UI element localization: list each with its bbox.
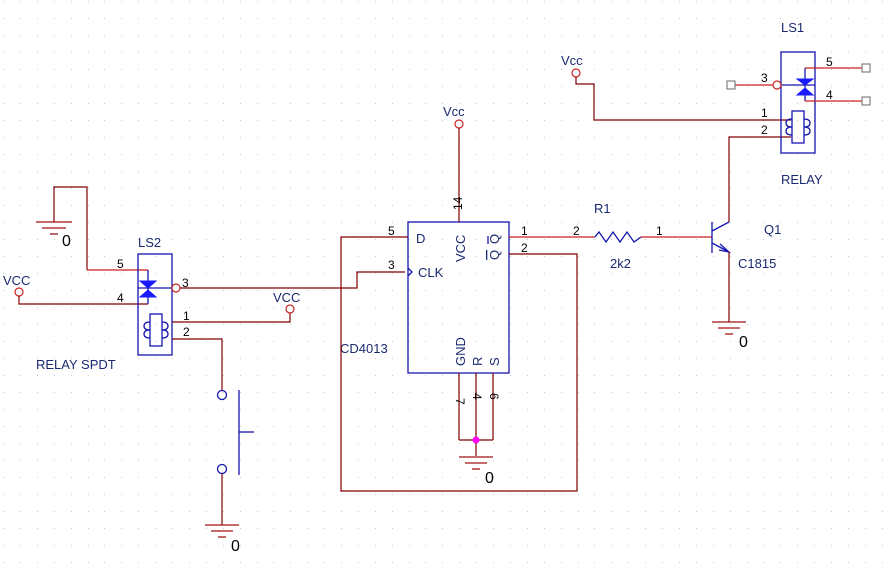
ground-symbol-q1 (712, 321, 746, 335)
ls2-body (137, 253, 173, 356)
r1-pin-2: 2 (573, 224, 580, 238)
u1-pin-6: 6 (487, 393, 501, 400)
q1-value: C1815 (738, 256, 776, 271)
u1-pin-5: 5 (388, 224, 395, 238)
u1-pin-4: 4 (470, 393, 484, 400)
switch-net (172, 338, 223, 390)
r1-value: 2k2 (610, 256, 631, 271)
ls1-terminal-3[interactable] (726, 80, 736, 90)
pin-label-vcc: VCC (453, 235, 468, 262)
ground-symbol-ls2 (36, 186, 88, 270)
transistor-q1[interactable]: Q1 C1815 (711, 221, 781, 271)
pin-label-q: Q (487, 234, 502, 244)
vcc-port-left[interactable] (14, 287, 24, 297)
u1-pin-1: 1 (521, 224, 528, 238)
ls1-coil-net (575, 77, 791, 121)
ls2-relay[interactable]: 0 5 VCC 4 LS2 RELAY SPDT (3, 186, 181, 372)
u1-pin-2: 2 (521, 241, 528, 255)
pin-label-qbar: Q (487, 250, 502, 260)
ls2-value: RELAY SPDT (36, 357, 116, 372)
ls1-pin-4: 4 (826, 88, 833, 102)
ls1-terminal-5[interactable] (861, 63, 871, 73)
junction-dot (472, 436, 480, 444)
vcc-label-ls2-right: VCC (273, 290, 300, 305)
u1-pin-14: 14 (451, 196, 465, 210)
q1-ref: Q1 (764, 222, 781, 237)
push-button-switch[interactable] (216, 389, 255, 475)
u1-bottom-pins (458, 373, 494, 470)
ls2-pin-5: 5 (117, 257, 124, 271)
ls2-coil-net (172, 313, 291, 323)
u1-pin-7: 7 (453, 398, 467, 405)
ls2-pin-4: 4 (117, 291, 124, 305)
ls1-value: RELAY (781, 172, 823, 187)
ls1-pin-2: 2 (761, 123, 768, 137)
pin-label-s: S (487, 357, 502, 366)
ls2-pin-1: 1 (183, 309, 190, 323)
ls1-pin-3: 3 (761, 71, 768, 85)
cd4013-value: CD4013 (340, 341, 388, 356)
collector-net (728, 136, 791, 222)
r1-pin-1: 1 (656, 224, 663, 238)
ground-label: 0 (231, 538, 240, 555)
feedback-net (340, 236, 578, 492)
u1-pin-3: 3 (388, 258, 395, 272)
ground-label: 0 (62, 233, 71, 250)
vcc-label-u1: Vcc (443, 104, 465, 119)
pin-label-r: R (470, 357, 485, 366)
ls1-pin-1: 1 (761, 106, 768, 120)
ls1-relay[interactable]: LS1 RELAY (772, 20, 823, 187)
pin-label-d: D (416, 231, 425, 246)
r1-ref: R1 (594, 201, 611, 216)
vcc-port-u1[interactable] (454, 119, 464, 129)
vcc-port-ls2-right[interactable] (285, 304, 295, 314)
cd4013-flipflop[interactable]: D CLK VCC Q Q GND R S CD4013 (340, 221, 510, 374)
ground-symbol-switch (205, 474, 239, 538)
vcc-label-left: VCC (3, 273, 30, 288)
ls2-pin-3: 3 (182, 276, 189, 290)
resistor-r1[interactable]: R1 2k2 2 1 (573, 201, 712, 271)
ls2-pin-3-port (171, 283, 181, 293)
clk-net (180, 271, 405, 289)
pin-label-clk: CLK (418, 265, 444, 280)
ls1-body (780, 51, 816, 154)
pin-label-gnd: GND (453, 337, 468, 366)
vcc-label-ls1: Vcc (561, 53, 583, 68)
vcc-port-ls1[interactable] (571, 68, 581, 78)
ls2-pin-2: 2 (183, 325, 190, 339)
ls2-ref: LS2 (138, 235, 161, 250)
ground-label: 0 (485, 470, 494, 487)
ls1-terminal-4[interactable] (861, 96, 871, 106)
ls1-ref: LS1 (781, 20, 804, 35)
ls1-pin-5: 5 (826, 55, 833, 69)
ground-label: 0 (739, 334, 748, 351)
